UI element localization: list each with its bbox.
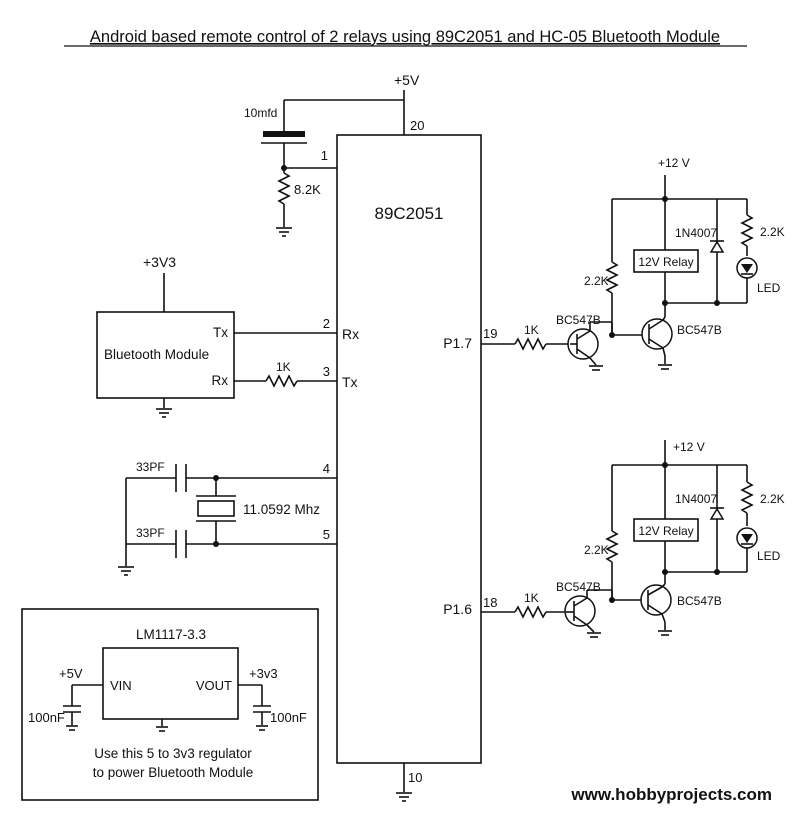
cap-in-label: 100nF bbox=[28, 710, 65, 725]
res-base-2-label: 1K bbox=[524, 591, 539, 605]
crystal-11-0592mhz bbox=[197, 500, 235, 517]
regulator-note-line2: to power Bluetooth Module bbox=[93, 765, 254, 780]
regulator-name: LM1117-3.3 bbox=[136, 627, 206, 642]
ground-icon bbox=[589, 365, 603, 371]
bt-tx-label: Tx bbox=[213, 325, 228, 340]
bluetooth-module-body bbox=[96, 311, 235, 399]
res-pullup-2 bbox=[605, 530, 619, 563]
diode-1-label: 1N4007 bbox=[675, 226, 717, 240]
pin-2: 2 bbox=[323, 316, 330, 331]
ground-icon bbox=[276, 227, 292, 237]
mcu-rx-label: Rx bbox=[342, 326, 359, 342]
cap-10mfd-plate-top bbox=[263, 131, 305, 137]
vcc-12v-1-label: +12 V bbox=[658, 156, 690, 170]
pin-18: 18 bbox=[483, 595, 497, 610]
res-8-2k-label: 8.2K bbox=[294, 182, 321, 197]
res-8-2k bbox=[277, 172, 291, 205]
bluetooth-module-name: Bluetooth Module bbox=[104, 347, 209, 362]
mcu-tx-label: Tx bbox=[342, 374, 358, 390]
relay-2-label: 12V Relay bbox=[638, 524, 693, 538]
regulator-vin-label: VIN bbox=[110, 678, 132, 693]
res-pullup-2-label: 2.2K bbox=[584, 543, 609, 557]
led-2-label: LED bbox=[757, 549, 781, 563]
diagram-title: Android based remote control of 2 relays… bbox=[90, 28, 720, 46]
ground-icon bbox=[156, 726, 168, 732]
junction-osc-top bbox=[213, 475, 219, 481]
cap-33pf-1-label: 33PF bbox=[136, 460, 165, 474]
transistor-driver-2 bbox=[564, 595, 596, 627]
res-bt-1k-label: 1K bbox=[276, 360, 291, 374]
regulator-lm1117-body bbox=[102, 647, 239, 720]
res-pullup-1-label: 2.2K bbox=[584, 274, 609, 288]
regulator-vout-label: VOUT bbox=[196, 678, 232, 693]
transistor-driver-1 bbox=[567, 328, 599, 360]
ground-icon bbox=[156, 408, 172, 418]
res-base-1 bbox=[514, 337, 547, 351]
website-link[interactable]: www.hobbyprojects.com bbox=[570, 785, 772, 804]
res-led-2-label: 2.2K bbox=[760, 492, 785, 506]
res-bt-1k bbox=[265, 374, 298, 388]
ground-icon bbox=[396, 792, 412, 802]
relay-2 bbox=[633, 518, 699, 542]
crystal-label: 11.0592 Mhz bbox=[243, 502, 320, 517]
vcc-5v-label: +5V bbox=[394, 72, 420, 88]
pin-19: 19 bbox=[483, 326, 497, 341]
mcu-p17-label: P1.7 bbox=[443, 335, 472, 351]
pin-3: 3 bbox=[323, 364, 330, 379]
mcu-name: 89C2051 bbox=[374, 204, 443, 223]
led-1-label: LED bbox=[757, 281, 781, 295]
transistor-driver-1-label: BC547B bbox=[556, 313, 601, 327]
ground-icon bbox=[658, 630, 672, 636]
vcc-12v-2-label: +12 V bbox=[673, 440, 705, 454]
cap-10mfd-label: 10mfd bbox=[244, 106, 277, 120]
cap-out-label: 100nF bbox=[270, 710, 307, 725]
ground-icon bbox=[658, 364, 672, 370]
mcu-89c2051-body bbox=[336, 134, 482, 764]
pin-1: 1 bbox=[321, 148, 328, 163]
bt-rx-label: Rx bbox=[212, 373, 229, 388]
relay-1 bbox=[633, 249, 699, 273]
regulator-out-voltage: +3v3 bbox=[249, 666, 278, 681]
diode-2-label: 1N4007 bbox=[675, 492, 717, 506]
transistor-output-2-label: BC547B bbox=[677, 594, 722, 608]
relay-1-label: 12V Relay bbox=[638, 255, 693, 269]
relay-channel-2: +12 V 2.2K 12V Relay 1N4007 2.2K LED 1K bbox=[481, 440, 785, 638]
diode-1n4007-2 bbox=[709, 507, 725, 520]
ground-icon bbox=[66, 725, 78, 731]
ground-icon bbox=[118, 566, 134, 576]
diode-1n4007-1 bbox=[709, 240, 725, 253]
relay-channel-1: +12 V 2.2K 12V Relay 1N4007 2.2K LED bbox=[481, 156, 785, 371]
mcu-p16-label: P1.6 bbox=[443, 601, 472, 617]
transistor-output-1-label: BC547B bbox=[677, 323, 722, 337]
pin-20: 20 bbox=[410, 118, 424, 133]
res-led-1 bbox=[740, 214, 754, 247]
ground-icon bbox=[256, 725, 268, 731]
vcc-3v3-label: +3V3 bbox=[143, 254, 176, 270]
ground-icon bbox=[587, 632, 601, 638]
cap-33pf-2-label: 33PF bbox=[136, 526, 165, 540]
res-led-2 bbox=[740, 481, 754, 514]
regulator-note-line1: Use this 5 to 3v3 regulator bbox=[94, 746, 252, 761]
pin-10: 10 bbox=[408, 770, 422, 785]
res-base-2 bbox=[514, 605, 547, 619]
res-base-1-label: 1K bbox=[524, 323, 539, 337]
res-pullup-1 bbox=[605, 261, 619, 294]
junction-osc-bottom bbox=[213, 541, 219, 547]
pin-5: 5 bbox=[323, 527, 330, 542]
transistor-driver-2-label: BC547B bbox=[556, 580, 601, 594]
pin-4: 4 bbox=[323, 461, 330, 476]
res-led-1-label: 2.2K bbox=[760, 225, 785, 239]
regulator-in-voltage: +5V bbox=[59, 666, 83, 681]
